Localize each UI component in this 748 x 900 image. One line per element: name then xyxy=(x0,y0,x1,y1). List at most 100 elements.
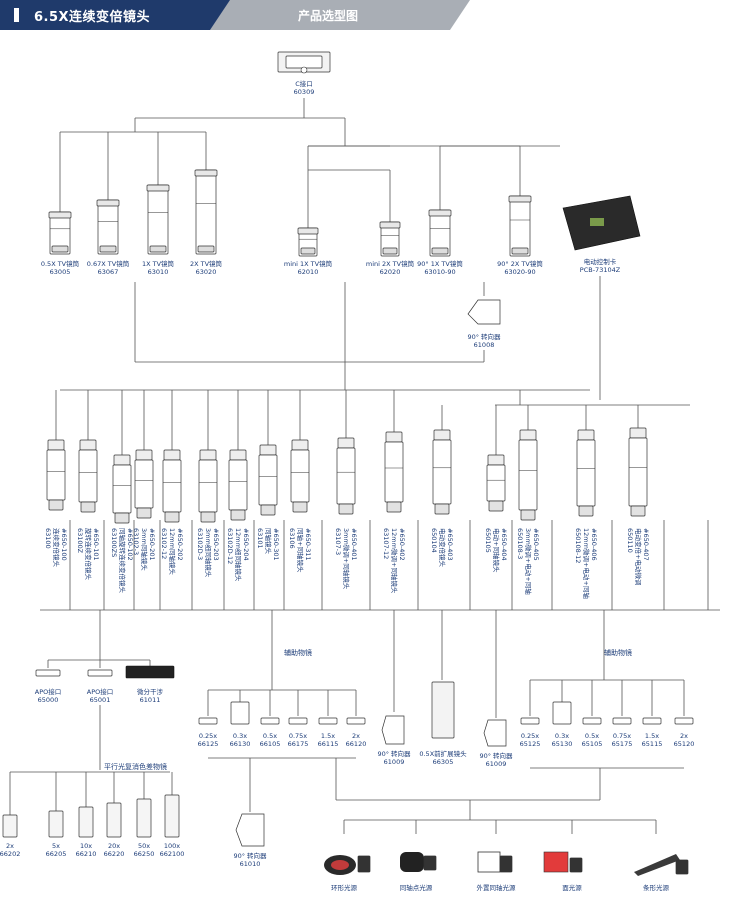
lens-body-14-foot xyxy=(578,505,594,517)
body-label-2-desc: 同轴旋转连续变倍镜头 xyxy=(118,528,126,593)
body-label-0-code: 63100 xyxy=(44,528,52,549)
light-label-0-name: 环形光源 xyxy=(331,884,357,892)
tv-tube-label-4-name: mini 1X TV镜筒 xyxy=(283,260,333,268)
lens-body-0-foot xyxy=(48,499,64,511)
redirector-61009-a-label-code: 61009 xyxy=(383,758,405,766)
lens-body-8-cap xyxy=(291,439,309,451)
lens-body-6 xyxy=(228,459,248,511)
lens-body-4-cap xyxy=(163,449,181,461)
body-label-5-name: #650-203 xyxy=(212,528,220,561)
lens-body-10 xyxy=(384,441,404,503)
objective-1-icon xyxy=(48,810,64,838)
tv-tube-label-5-name: mini 2X TV镜筒 xyxy=(365,260,415,268)
body-label-0-name: #650-100 xyxy=(60,528,68,561)
tv-tube-label-6-code: 63010-90 xyxy=(424,268,456,276)
lens-body-2-foot xyxy=(114,512,130,524)
body-label-14-name: #650-406 xyxy=(590,528,598,561)
tv-90-2x xyxy=(509,195,531,257)
tv-tube-label-3-code: 63020 xyxy=(195,268,217,276)
lens-body-3-cap xyxy=(135,449,153,461)
lens-body-15-foot xyxy=(630,505,646,517)
body-label-11-desc: 电动变倍镜头 xyxy=(438,528,446,567)
body-label-15-code: 650110 xyxy=(626,528,634,553)
bar-light-icon xyxy=(634,854,680,876)
light-label-3-name: 面光源 xyxy=(562,884,582,892)
aux-right-03x-icon xyxy=(552,701,572,725)
dic-prism-61011-icon xyxy=(125,665,175,679)
tv-tube-2x-base xyxy=(197,245,215,253)
body-label-3-code: 63102-3 xyxy=(132,528,140,556)
tv-mini-2x-base xyxy=(382,247,398,255)
tv-mini-1x-cap xyxy=(297,227,319,235)
lens-body-11 xyxy=(432,439,452,505)
aux-right-label-5-code: 65120 xyxy=(673,740,695,748)
c-mount-window xyxy=(285,55,323,69)
tv-tube-2x xyxy=(195,169,217,255)
tv-tube-label-7-name: 90° 2X TV镜筒 xyxy=(497,260,543,268)
aux-left-075x-icon xyxy=(288,717,308,725)
external-coaxial-light-icon xyxy=(477,851,501,873)
light-label-3: 面光源 xyxy=(562,884,582,892)
objective-label-1-code: 66205 xyxy=(45,850,67,858)
objective-label-5-code: 662100 xyxy=(159,850,185,858)
c-mount-label-name: C接口 xyxy=(295,80,313,88)
tv-tube-1x-cap xyxy=(146,184,170,192)
body-label-4-desc: 12mm同轴镜头 xyxy=(168,528,176,575)
aux-left-label-4-name: 1.5x xyxy=(320,732,336,740)
tv-90-1x-cap xyxy=(428,209,452,217)
redirector-61010-icon xyxy=(235,813,265,847)
aux-left-label-3-name: 0.75x xyxy=(288,732,308,740)
apo-adapter-65000-icon xyxy=(35,669,61,677)
body-label-7-name: #650-301 xyxy=(272,528,280,561)
body-label-3-name: #650-201 xyxy=(148,528,156,561)
tv-tube-label-6-name: 90° 1X TV镜筒 xyxy=(417,260,463,268)
lens-body-0-cap xyxy=(47,439,65,451)
objective-label-3-code: 66220 xyxy=(103,850,125,858)
lens-body-1 xyxy=(78,449,98,503)
aux-right-label-4-code: 65115 xyxy=(641,740,663,748)
surface-light-box xyxy=(569,857,583,873)
tv-mini-1x-base xyxy=(300,247,316,255)
aux-right-title: 辅助物镜 xyxy=(604,649,632,657)
body-label-5-desc: 3mm细同轴镜头 xyxy=(204,528,212,578)
header-subtitle: 产品选型图 xyxy=(298,9,359,23)
ring-light-center xyxy=(331,860,349,870)
controller-label-code: PCB-73104Z xyxy=(579,266,621,274)
body-label-2-code: 63100ZS xyxy=(110,528,118,558)
redirector-61009-b-icon xyxy=(483,719,507,747)
expander-66305-icon xyxy=(431,681,455,739)
aux-left-label-0-name: 0.25x xyxy=(198,732,218,740)
apo-adapter-65001-icon xyxy=(87,669,113,677)
aux-left-03x-icon xyxy=(230,701,250,725)
expander-label-name: 0.5X前扩展镜头 xyxy=(419,750,467,758)
redirector-61009-a-label-name: 90° 转向器 xyxy=(377,750,411,758)
redirector-61009-b-label-name: 90° 转向器 xyxy=(479,752,513,760)
body-label-8-name: #650-311 xyxy=(304,528,312,561)
coaxial-point-light-box xyxy=(423,855,437,871)
